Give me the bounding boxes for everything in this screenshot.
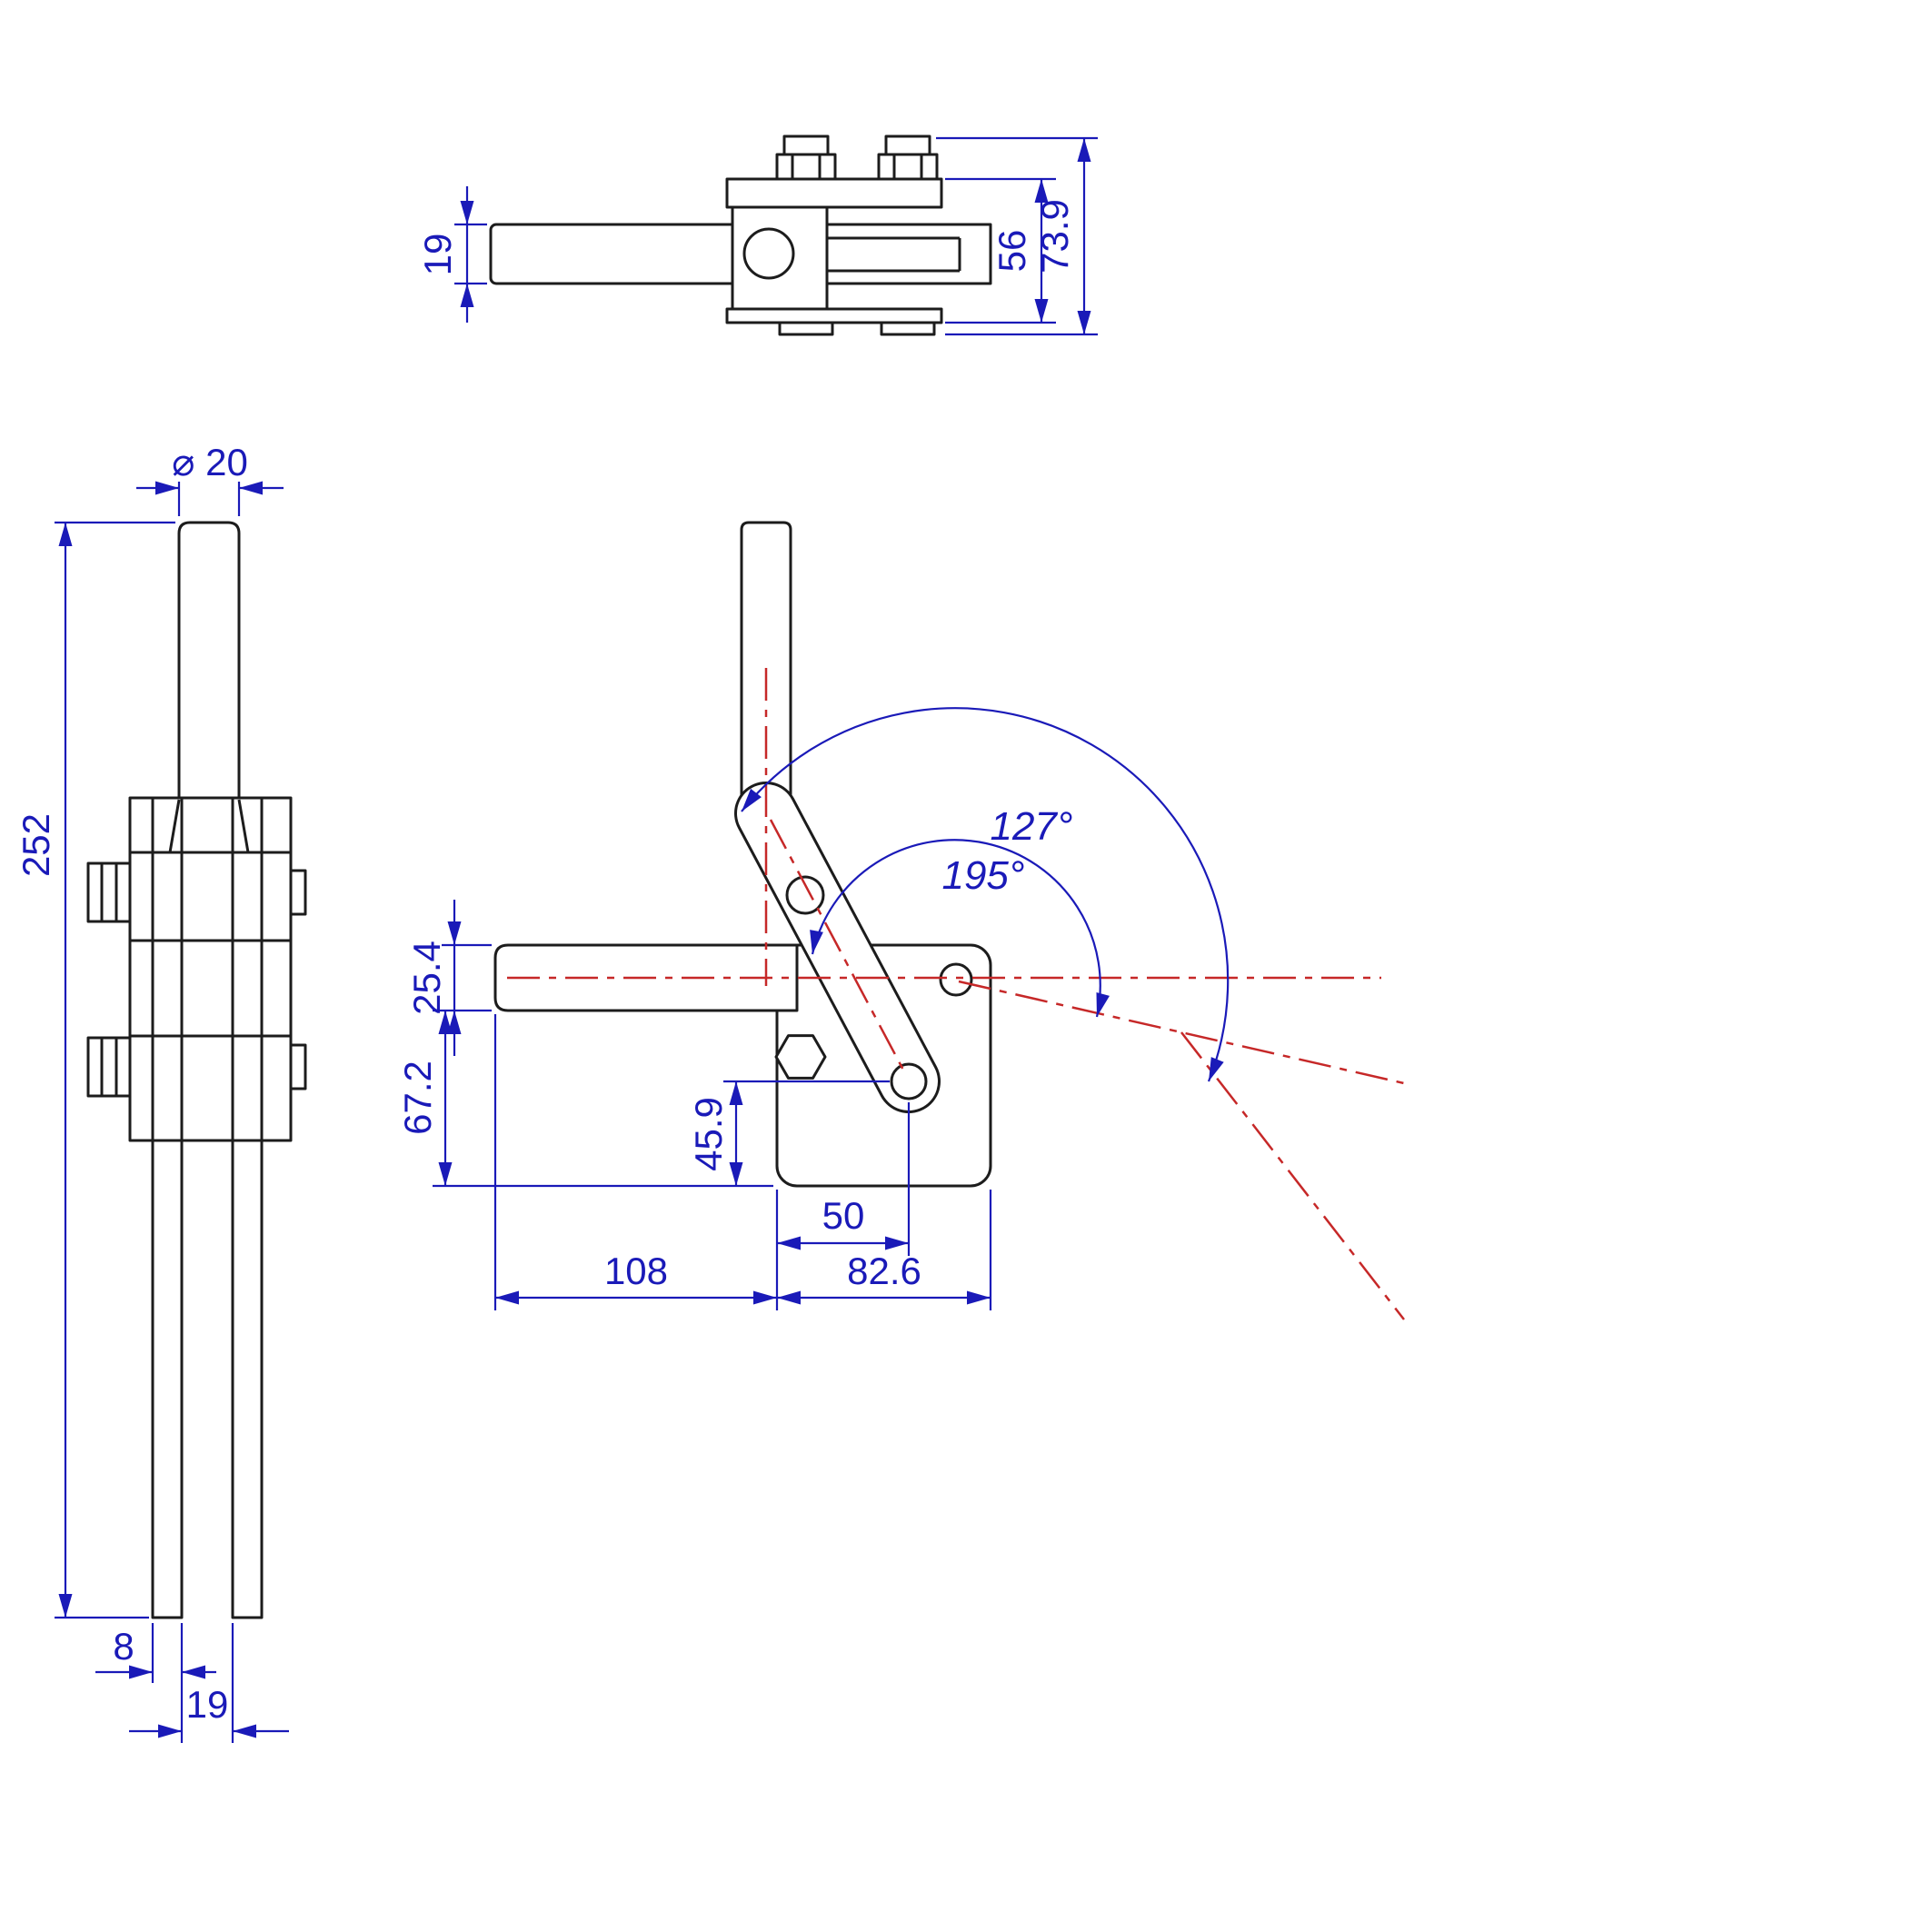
top-upper-plate	[725, 177, 943, 209]
centerlines	[507, 668, 1405, 1320]
dim-arrow	[233, 1724, 256, 1738]
dim-front-rod-diameter: ⌀ 20	[136, 441, 284, 516]
dim-side-base-height: 67.2	[396, 1011, 773, 1188]
dim-arrow	[158, 1724, 182, 1738]
top-lower-plate	[725, 307, 943, 324]
dim-text-front-overall-length: 252	[15, 813, 57, 877]
dim-arrow	[58, 1594, 73, 1618]
side-hex-bolt	[774, 1034, 827, 1080]
front-clevis	[128, 796, 293, 854]
dim-text-side-angle-open: 127°	[990, 804, 1072, 849]
front-clevis-seat	[168, 799, 250, 853]
dim-side-pivot-height: 45.9	[687, 1080, 890, 1186]
open-position-arm-axis	[958, 980, 1405, 1085]
dim-arrow	[1077, 138, 1091, 162]
dim-top-body-height: 56	[945, 177, 1056, 324]
dim-text-top-body-height: 56	[991, 230, 1033, 273]
dim-side-pivot-offset: 50	[775, 1102, 911, 1310]
dim-arrow	[438, 1162, 453, 1186]
side-upper-pivot-hole	[939, 962, 973, 997]
dim-side-bar-length-and-base-width: 108 82.6	[493, 1014, 992, 1310]
dim-arrow	[729, 1162, 743, 1186]
dim-arrow	[967, 1290, 991, 1305]
dim-arrow	[1034, 179, 1049, 203]
dim-top-overall-height: 73.9	[936, 136, 1098, 336]
front-body-lower	[128, 1034, 293, 1142]
front-leg-left	[151, 1139, 184, 1619]
dim-front-slot-width: 19	[129, 1623, 289, 1743]
top-pivot-hole	[742, 227, 795, 280]
dim-arrow	[447, 921, 462, 945]
dim-arrow	[1202, 1057, 1224, 1084]
top-bolt2-nut	[877, 153, 939, 181]
dim-text-side-angle-travel: 195°	[941, 853, 1024, 898]
dim-arrow	[495, 1290, 519, 1305]
dim-text-front-rod-diameter: ⌀ 20	[172, 441, 248, 483]
front-rod	[177, 521, 241, 802]
front-bolt1	[86, 861, 132, 923]
top-linkage-inner	[825, 207, 961, 309]
side-arm-hole	[785, 875, 825, 915]
top-stub2	[880, 321, 936, 336]
dim-side-angle-open: 127°	[736, 707, 1230, 1084]
dim-front-flange-thickness: 8	[95, 1623, 216, 1743]
front-view	[86, 521, 307, 1619]
dim-arrow	[1034, 299, 1049, 323]
front-bolt2-facets	[100, 1038, 118, 1096]
top-bolt-facets	[791, 154, 923, 179]
dim-arrow	[777, 1290, 801, 1305]
dim-arrow	[729, 1081, 743, 1105]
front-bolt1-facets	[100, 863, 118, 921]
arm-axis-centerline	[769, 819, 908, 1076]
top-bolt2-head	[884, 134, 931, 156]
dim-side-angle-travel: 195°	[805, 839, 1110, 1019]
dim-text-side-base-width: 82.6	[847, 1250, 921, 1292]
front-leg-right	[231, 1139, 264, 1619]
dim-side-bar-height: 25.4	[405, 900, 492, 1056]
front-plate-edges	[151, 798, 264, 1140]
top-view	[489, 134, 992, 336]
dim-text-side-bar-length: 108	[604, 1250, 668, 1292]
top-linkage-outline	[827, 223, 992, 285]
dim-arrow	[885, 1236, 909, 1250]
top-bolt1-nut	[775, 153, 837, 181]
front-body-upper	[128, 851, 293, 942]
dim-arrow	[753, 1290, 777, 1305]
front-bolt2	[86, 1036, 132, 1098]
dim-text-side-base-height: 67.2	[396, 1061, 439, 1135]
side-lower-pivot-hole	[890, 1062, 928, 1100]
dim-arrow	[460, 284, 474, 307]
front-stub1	[289, 869, 307, 916]
top-stub1	[778, 321, 834, 336]
dim-text-top-overall-height: 73.9	[1033, 199, 1076, 274]
dim-text-front-slot-width: 19	[186, 1683, 229, 1726]
dim-arrow	[460, 201, 474, 224]
dim-arrow	[1077, 311, 1091, 334]
dim-text-front-flange-thickness: 8	[113, 1625, 134, 1668]
dim-text-top-bar-thickness: 19	[416, 234, 459, 276]
dim-arrow	[58, 523, 73, 546]
front-stub2	[289, 1043, 307, 1090]
dim-text-side-bar-height: 25.4	[405, 941, 448, 1015]
dim-text-side-pivot-height: 45.9	[687, 1097, 730, 1171]
dimensions: 19 56 73.9 ⌀ 20 252	[15, 136, 1230, 1743]
dim-text-side-pivot-offset: 50	[822, 1194, 865, 1237]
open-position-rod-axis	[1180, 1031, 1405, 1320]
side-rod	[740, 521, 792, 806]
dim-arrow	[777, 1236, 801, 1250]
front-body-mid	[128, 939, 293, 1038]
dim-arrow	[182, 1665, 205, 1679]
top-bolt1-head	[782, 134, 830, 156]
side-view	[493, 521, 992, 1188]
top-handle-bar	[489, 223, 740, 285]
dim-front-overall-length: 252	[15, 521, 175, 1619]
dim-top-bar-thickness: 19	[416, 186, 487, 323]
